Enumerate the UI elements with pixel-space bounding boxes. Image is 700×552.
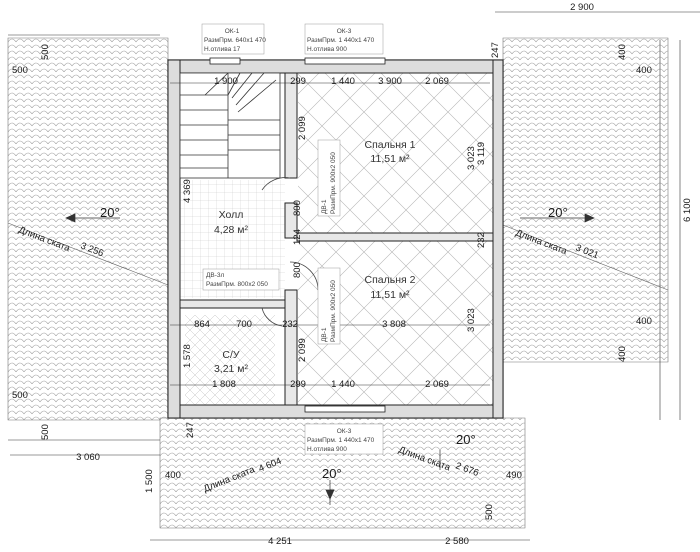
dim-in-232-b: 232 <box>282 319 298 330</box>
bedroom1-name: Спальня 1 <box>365 139 416 151</box>
bedroom2-area: 11,51 м² <box>370 289 410 301</box>
bath-area: 3,21 м² <box>214 363 249 375</box>
windows <box>209 57 386 413</box>
dim-in-124: 124 <box>292 229 303 245</box>
dim-top-247: 247 <box>490 42 501 58</box>
door-tag-bath: ДВ-3л РазмПрм. 800x2 050 <box>202 268 280 291</box>
dim-right-6100: 6 100 <box>682 198 693 222</box>
dim-in-1900: 1 900 <box>214 76 238 87</box>
svg-text:РазмПрм. 900x2 050: РазмПрм. 900x2 050 <box>330 152 337 214</box>
interior-walls <box>179 72 494 406</box>
dim-in-800-a: 800 <box>292 200 303 216</box>
svg-text:Н.отлива 900: Н.отлива 900 <box>307 446 347 453</box>
bath-name: С/У <box>222 349 240 361</box>
window-tag-left: ОК-1 РазмПрм. 640x1 470 Н.отлива 17 <box>201 23 266 55</box>
dim-bottom-4251: 4 251 <box>268 536 292 547</box>
dim-top-right-overall: 2 900 <box>570 2 594 13</box>
dim-in-800-b: 800 <box>292 262 303 278</box>
roof-angle-left: 20° <box>100 205 120 220</box>
bedroom2-name: Спальня 2 <box>365 274 416 286</box>
svg-text:ДВ-1: ДВ-1 <box>321 199 328 214</box>
dim-in-2069-b: 2 069 <box>425 379 449 390</box>
dim-bottom-2580: 2 580 <box>445 536 469 547</box>
svg-text:ОК-3: ОК-3 <box>337 28 352 35</box>
dim-right-400-a: 400 <box>617 44 628 60</box>
door-tag-bedroom1: ДВ-1 РазмПрм. 900x2 050 <box>317 139 341 217</box>
dim-in-700: 700 <box>236 319 252 330</box>
dim-top-left-500: 500 <box>40 44 51 60</box>
svg-text:РазмПрм. 1 440x1 470: РазмПрм. 1 440x1 470 <box>307 37 375 44</box>
bedroom1-area: 11,51 м² <box>370 153 410 165</box>
dim-bottom-400: 400 <box>165 470 181 481</box>
window-tag-bottom: ОК-3 РазмПрм. 1 440x1 470 Н.отлива 900 <box>304 423 384 455</box>
dim-in-864: 864 <box>194 319 210 330</box>
roof-right <box>502 37 669 363</box>
dim-right-400-d: 400 <box>617 346 628 362</box>
stair <box>179 72 281 179</box>
svg-text:ОК-3: ОК-3 <box>337 428 352 435</box>
svg-text:РазмПрм. 1 440x1 470: РазмПрм. 1 440x1 470 <box>307 437 375 444</box>
svg-text:Н.отлива 17: Н.отлива 17 <box>204 46 241 53</box>
dim-in-299-b: 299 <box>290 379 306 390</box>
dim-in-1440-b: 1 440 <box>331 379 355 390</box>
dim-in-3900: 3 900 <box>378 76 402 87</box>
dim-in-2069-a: 2 069 <box>425 76 449 87</box>
door-swings <box>261 177 319 327</box>
dim-bottom-1500: 1 500 <box>144 469 155 493</box>
hall-area: 4,28 м² <box>214 224 249 236</box>
svg-text:Н.отлива 900: Н.отлива 900 <box>307 46 347 53</box>
dim-left-500-c: 500 <box>40 424 51 440</box>
dim-in-3119: 3 119 <box>476 142 487 165</box>
dim-bottom-500: 500 <box>484 504 495 520</box>
dim-right-400-b: 400 <box>636 65 652 76</box>
dim-in-1440-a: 1 440 <box>331 76 355 87</box>
roof-angle-bottom-right: 20° <box>456 432 476 447</box>
dim-in-3023-b: 3 023 <box>466 308 477 332</box>
dim-in-232-a: 232 <box>476 232 487 248</box>
dim-in-3808: 3 808 <box>382 319 406 330</box>
roof-angle-bottom-left: 20° <box>322 466 342 481</box>
slope-arrows <box>65 213 595 505</box>
dim-in-1578: 1 578 <box>182 344 193 368</box>
dim-left-500-a: 500 <box>12 65 28 76</box>
svg-text:РазмПрм. 900x2 050: РазмПрм. 900x2 050 <box>330 280 337 342</box>
dim-in-299-a: 299 <box>290 76 306 87</box>
roof-angle-right: 20° <box>548 205 568 220</box>
dim-in-3023-a: 3 023 <box>466 146 477 170</box>
window-tag-right: ОК-3 РазмПрм. 1 440x1 470 Н.отлива 900 <box>304 23 384 55</box>
dim-in-2099-a: 2 099 <box>297 116 308 140</box>
svg-text:ДВ-1: ДВ-1 <box>321 327 328 342</box>
dim-bottom-3060: 3 060 <box>76 452 100 463</box>
hall-name: Холл <box>219 209 244 221</box>
dim-right-400-c: 400 <box>636 316 652 327</box>
dim-bottom-490: 490 <box>506 470 522 481</box>
svg-text:РазмПрм. 800x2 050: РазмПрм. 800x2 050 <box>206 281 268 288</box>
svg-text:ДВ-3л: ДВ-3л <box>206 272 225 279</box>
svg-text:ОК-1: ОК-1 <box>225 28 240 35</box>
dim-in-4369: 4 369 <box>182 179 193 203</box>
svg-text:РазмПрм. 640x1 470: РазмПрм. 640x1 470 <box>204 37 266 44</box>
bath-floor <box>185 315 275 405</box>
dimension-lines <box>8 11 700 541</box>
dim-left-500-b: 500 <box>12 390 28 401</box>
door-tag-bedroom2: ДВ-1 РазмПрм. 900x2 050 <box>317 267 341 345</box>
dim-in-1808: 1 808 <box>212 379 236 390</box>
dim-bottom-247: 247 <box>185 422 196 438</box>
dim-in-2099-b: 2 099 <box>297 338 308 362</box>
